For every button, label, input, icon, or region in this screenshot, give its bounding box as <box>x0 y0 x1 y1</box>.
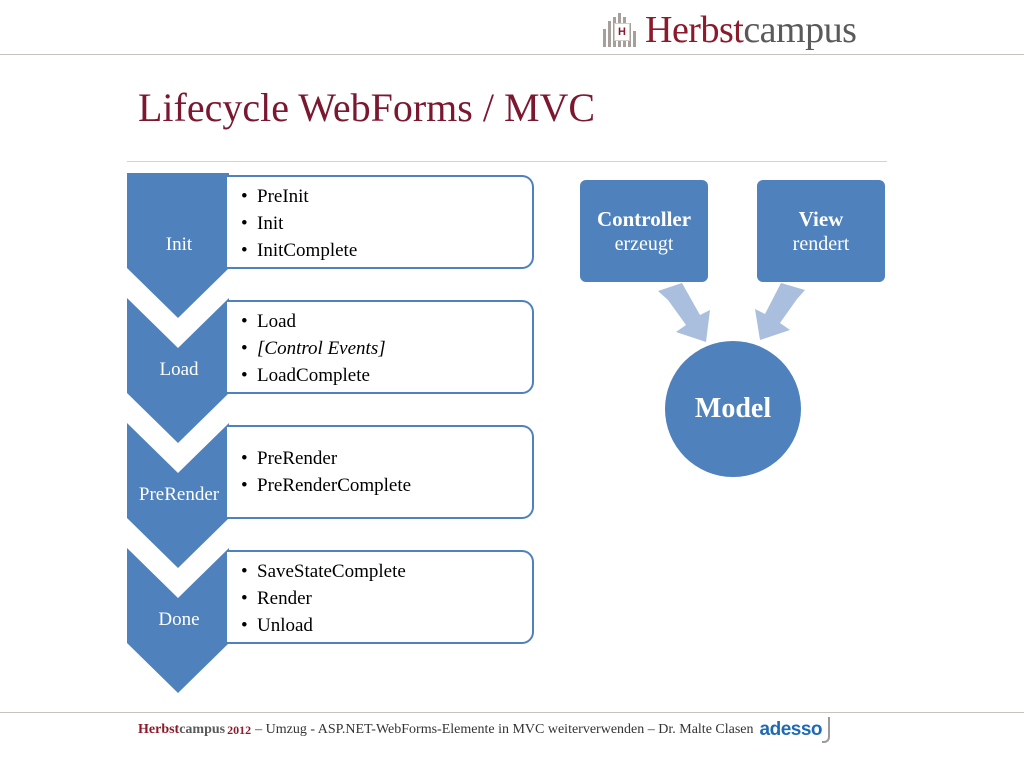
logo-text-light: campus <box>743 9 857 51</box>
controller-subtitle: erzeugt <box>614 233 674 255</box>
phase-box-done: SaveStateComplete Render Unload <box>227 550 534 644</box>
footer-brand-bold: Herbst <box>138 722 180 737</box>
controller-title: Controller <box>596 207 692 231</box>
controller-box: Controller erzeugt <box>580 180 708 282</box>
view-subtitle: rendert <box>792 233 850 255</box>
logo-mark-letter: H <box>614 23 630 41</box>
arrow-view-to-model <box>755 283 805 340</box>
phase-item: PreInit <box>241 183 532 210</box>
adesso-logo-text: adesso <box>759 719 823 740</box>
slide-title: Lifecycle WebForms / MVC <box>138 85 596 130</box>
phase-box-load: Load [Control Events] LoadComplete <box>227 300 534 394</box>
phase-box-init: PreInit Init InitComplete <box>227 175 534 269</box>
chevron-load <box>127 298 229 443</box>
phase-item: Load <box>241 308 532 335</box>
phase-item: PreRender <box>241 445 532 472</box>
phase-item: [Control Events] <box>241 335 532 362</box>
view-box: View rendert <box>757 180 885 282</box>
phase-item: LoadComplete <box>241 362 532 389</box>
adesso-bracket-icon <box>822 717 830 743</box>
chevron-init <box>127 173 229 318</box>
chevron-prerender <box>127 423 229 568</box>
footer-year: 2012 <box>227 722 252 737</box>
title-rule <box>127 161 887 162</box>
view-title: View <box>798 207 844 231</box>
arrow-controller-to-model <box>658 283 710 342</box>
footer-rule <box>0 712 1024 713</box>
phase-item: InitComplete <box>241 237 532 264</box>
phase-box-prerender: PreRender PreRenderComplete <box>227 425 534 519</box>
phase-label-load: Load <box>159 359 199 380</box>
herbstcampus-logo: H Herbstcampus <box>603 9 857 51</box>
footer-brand-light: campus <box>179 722 226 737</box>
adesso-logo: adesso <box>759 717 830 743</box>
phase-item: Unload <box>241 612 532 639</box>
header-rule <box>0 54 1024 55</box>
footer-text: – Umzug - ASP.NET-WebForms-Elemente in M… <box>255 722 754 737</box>
logo-mark-icon: H <box>603 13 639 47</box>
phase-item: Init <box>241 210 532 237</box>
phase-label-done: Done <box>158 609 200 630</box>
phase-item: Render <box>241 585 532 612</box>
phase-item: SaveStateComplete <box>241 558 532 585</box>
phase-item: PreRenderComplete <box>241 472 532 499</box>
phase-label-prerender: PreRender <box>138 484 220 505</box>
phase-label-init: Init <box>165 234 193 255</box>
chevron-done <box>127 548 229 693</box>
model-circle: Model <box>665 341 801 477</box>
logo-text: Herbstcampus <box>645 9 857 51</box>
logo-text-bold: Herbst <box>645 9 744 51</box>
